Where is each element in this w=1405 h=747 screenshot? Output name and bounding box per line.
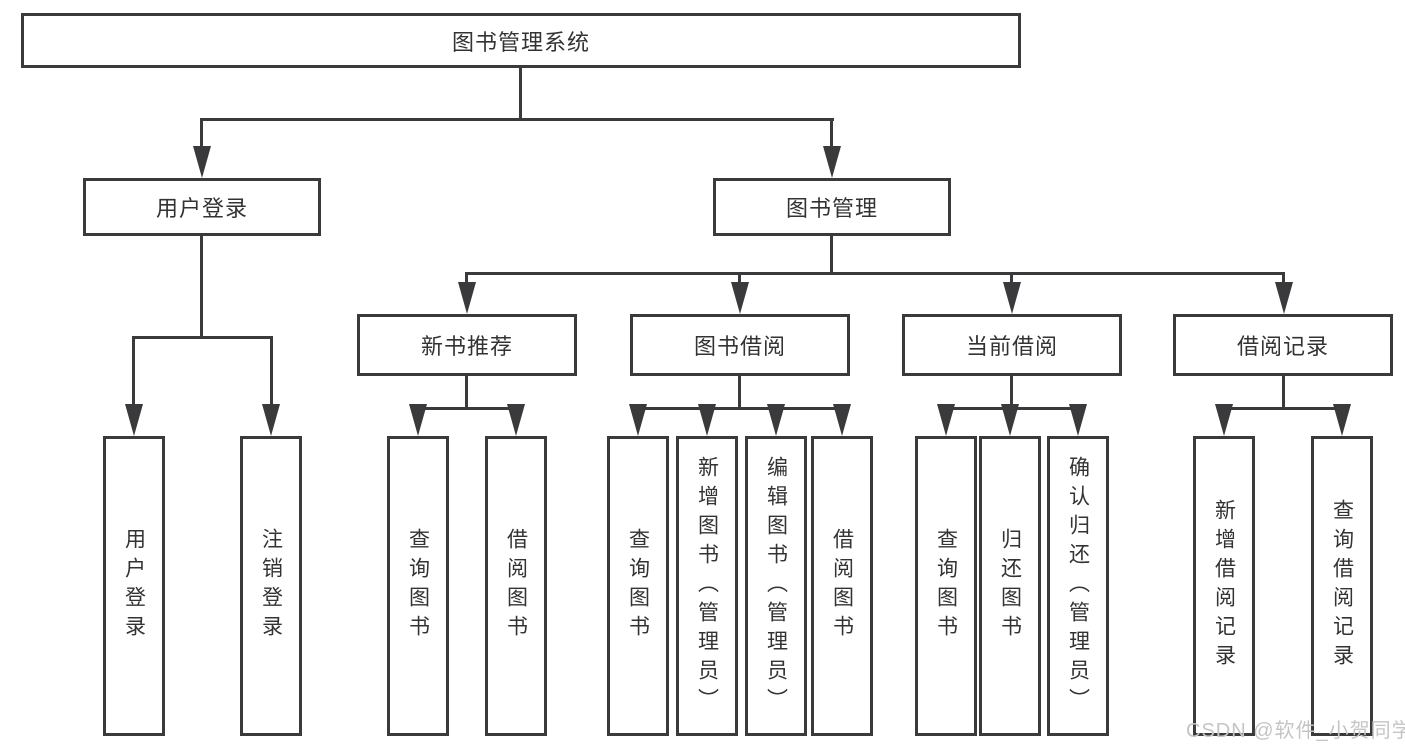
connector-stem [830, 118, 833, 152]
connector-level3-rail [465, 272, 1285, 275]
leaf-logout: 注销登录 [240, 436, 302, 736]
leaf-query-books-borrow: 查询图书 [607, 436, 669, 736]
leaf-user-login-label: 用户登录 [122, 528, 146, 644]
leaf-query-books-borrow-label: 查询图书 [626, 528, 650, 644]
leaf-add-borrow-record: 新增借阅记录 [1193, 436, 1255, 736]
node-root: 图书管理系统 [21, 13, 1021, 68]
arrowhead-down-icon [937, 404, 955, 436]
node-borrow-records-label: 借阅记录 [1236, 334, 1329, 359]
leaf-add-book-admin-label: 新增图书（管理员） [695, 455, 719, 717]
node-user-login: 用户登录 [83, 178, 321, 236]
arrowhead-down-icon [767, 404, 785, 436]
arrowhead-down-icon [125, 404, 143, 436]
connector-stem [1010, 376, 1013, 410]
arrowhead-down-icon [1215, 404, 1233, 436]
arrowhead-down-icon [629, 404, 647, 436]
arrowhead-down-icon [1275, 282, 1293, 314]
connector-stem [200, 236, 203, 338]
node-book-management-label: 图书管理 [785, 196, 878, 221]
leaf-query-borrow-record: 查询借阅记录 [1311, 436, 1373, 736]
connector-root-stem [519, 68, 522, 120]
leaf-query-borrow-record-label: 查询借阅记录 [1330, 499, 1354, 673]
arrowhead-down-icon [458, 282, 476, 314]
node-borrow-records: 借阅记录 [1173, 314, 1393, 376]
connector-stem [830, 236, 833, 274]
leaf-query-books-current-label: 查询图书 [934, 528, 958, 644]
leaf-query-books-recommend-label: 查询图书 [406, 528, 430, 644]
connector-stem [1282, 272, 1285, 286]
arrowhead-down-icon [833, 404, 851, 436]
leaf-return-book-label: 归还图书 [998, 528, 1022, 644]
arrowhead-down-icon [1001, 404, 1019, 436]
node-root-label: 图书管理系统 [451, 29, 590, 55]
connector-stem [132, 336, 135, 408]
connector-stem [270, 336, 273, 408]
arrowhead-down-icon [409, 404, 427, 436]
connector-stem [738, 272, 741, 286]
leaf-user-login: 用户登录 [103, 436, 165, 736]
arrowhead-down-icon [1333, 404, 1351, 436]
node-current-borrow-label: 当前借阅 [965, 334, 1058, 359]
leaf-borrow-books-recommend: 借阅图书 [485, 436, 547, 736]
arrowhead-down-icon [698, 404, 716, 436]
connector-stem [738, 376, 741, 410]
connector-rail [132, 336, 273, 339]
arrowhead-down-icon [1069, 404, 1087, 436]
node-new-book-recommend: 新书推荐 [357, 314, 577, 376]
connector-rail [636, 407, 844, 410]
leaf-borrow-books-borrow: 借阅图书 [811, 436, 873, 736]
node-user-login-label: 用户登录 [155, 196, 248, 221]
connector-stem [1282, 376, 1285, 410]
arrowhead-down-icon [731, 282, 749, 314]
node-book-borrow: 图书借阅 [630, 314, 850, 376]
leaf-borrow-books-borrow-label: 借阅图书 [830, 528, 854, 644]
connector-level2-rail [200, 118, 834, 121]
leaf-add-book-admin: 新增图书（管理员） [676, 436, 738, 736]
leaf-logout-label: 注销登录 [259, 528, 283, 644]
arrowhead-down-icon [1003, 282, 1021, 314]
connector-stem [465, 376, 468, 410]
csdn-watermark: CSDN @软件_小贺同学 [1186, 720, 1405, 742]
node-new-book-recommend-label: 新书推荐 [420, 334, 513, 359]
leaf-edit-book-admin: 编辑图书（管理员） [745, 436, 807, 736]
leaf-confirm-return-admin-label: 确认归还（管理员） [1066, 455, 1090, 717]
leaf-return-book: 归还图书 [979, 436, 1041, 736]
arrowhead-down-icon [507, 404, 525, 436]
arrowhead-down-icon [193, 146, 211, 178]
leaf-borrow-books-recommend-label: 借阅图书 [504, 528, 528, 644]
node-book-management: 图书管理 [713, 178, 951, 236]
leaf-add-borrow-record-label: 新增借阅记录 [1212, 499, 1236, 673]
leaf-edit-book-admin-label: 编辑图书（管理员） [764, 455, 788, 717]
leaf-confirm-return-admin: 确认归还（管理员） [1047, 436, 1109, 736]
connector-stem [1010, 272, 1013, 286]
connector-stem [200, 118, 203, 152]
leaf-query-books-current: 查询图书 [915, 436, 977, 736]
connector-rail [1222, 407, 1344, 410]
node-current-borrow: 当前借阅 [902, 314, 1122, 376]
connector-rail [416, 407, 518, 410]
arrowhead-down-icon [262, 404, 280, 436]
connector-stem [465, 272, 468, 286]
node-book-borrow-label: 图书借阅 [693, 334, 786, 359]
arrowhead-down-icon [823, 146, 841, 178]
leaf-query-books-recommend: 查询图书 [387, 436, 449, 736]
